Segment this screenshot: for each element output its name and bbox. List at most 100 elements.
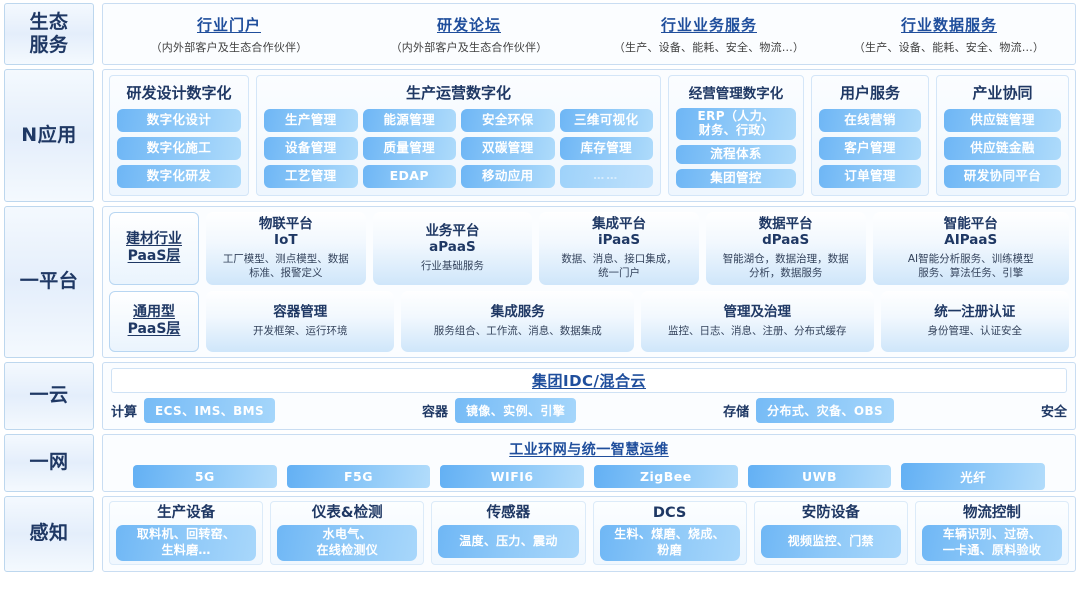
perception-group-title: 物流控制 — [962, 505, 1021, 521]
platform-card-title: 统一注册认证 — [934, 304, 1016, 321]
platform-card-ipaas[interactable]: 集成平台 iPaaS 数据、消息、接口集成，统一门户 — [539, 212, 699, 285]
row-one-cloud: 一云 集团IDC/混合云 计算 ECS、IMS、BMS 容器 镜像、实例、引擎 — [4, 362, 1076, 430]
ecosystem-cell-data-service[interactable]: 行业数据服务 （生产、设备、能耗、安全、物流…） — [829, 14, 1069, 55]
app-pill[interactable]: 研发协同平台 — [944, 165, 1061, 188]
perception-group-sensor[interactable]: 传感器 温度、压力、震动 — [431, 501, 586, 565]
perception-group-detail: 生料、煤磨、烧成、粉磨 — [599, 525, 740, 561]
network-pill-uwb[interactable]: UWB — [747, 465, 892, 488]
app-group-title: 用户服务 — [839, 84, 900, 102]
ecosystem-subtitle: （生产、设备、能耗、安全、物流…） — [853, 40, 1045, 54]
app-pill[interactable]: EDAP — [362, 165, 456, 188]
sidebar-item-applications[interactable]: N应用 — [4, 69, 94, 202]
perception-group-detail: 取料机、回转窑、生料磨… — [116, 525, 257, 561]
cloud-segment-storage[interactable]: 存储 分布式、灾备、OBS — [723, 398, 895, 423]
platform-card-unified-auth[interactable]: 统一注册认证 身份管理、认证安全 — [880, 290, 1069, 352]
sidebar-item-ecosystem[interactable]: 生态服务 — [4, 3, 94, 65]
platform-card-desc: 身份管理、认证安全 — [927, 324, 1023, 337]
row-n-applications: N应用 研发设计数字化 数字化设计 数字化施工 数字化研发 生产运营数字化 生产… — [4, 69, 1076, 202]
platform-card-desc: 数据、消息、接口集成，统一门户 — [561, 253, 677, 279]
app-pill[interactable]: 集团管控 — [676, 169, 796, 188]
app-pill-more[interactable]: …… — [559, 165, 653, 188]
platform-card-title: 集成平台 — [592, 216, 647, 232]
sidebar-item-cloud[interactable]: 一云 — [4, 362, 94, 430]
perception-group-logistics-control[interactable]: 物流控制 车辆识别、过磅、一卡通、原料验收 — [914, 501, 1070, 565]
cloud-segment-security[interactable]: 安全 — [1041, 401, 1067, 420]
platform-card-container-mgmt[interactable]: 容器管理 开发框架、运行环境 — [206, 290, 395, 352]
app-pill[interactable]: 供应链金融 — [944, 137, 1061, 160]
platform-card-aipaas[interactable]: 智能平台 AIPaaS AI智能分析服务、训练模型服务、算法任务、引擎 — [872, 212, 1070, 285]
app-pill[interactable]: 供应链管理 — [944, 109, 1061, 132]
app-pill[interactable]: 移动应用 — [461, 165, 555, 188]
platform-card-iot[interactable]: 物联平台 IoT 工厂模型、测点模型、数据标准、报警定义 — [206, 212, 366, 285]
ecosystem-cell-industry-portal[interactable]: 行业门户 （内外部客户及生态合作伙伴） — [109, 14, 349, 55]
app-pill[interactable]: 数字化施工 — [117, 137, 241, 160]
sidebar-item-perception[interactable]: 感知 — [4, 496, 94, 572]
platform-card-integration-service[interactable]: 集成服务 服务组合、工作流、消息、数据集成 — [401, 290, 634, 352]
cloud-panel: 集团IDC/混合云 计算 ECS、IMS、BMS 容器 镜像、实例、引擎 存储 … — [102, 362, 1076, 430]
platform-card-desc: 行业基础服务 — [420, 259, 484, 272]
app-pill[interactable]: 在线营销 — [819, 109, 921, 132]
perception-group-detail: 水电气、在线检测仪 — [277, 525, 418, 561]
sidebar-item-platform[interactable]: 一平台 — [4, 206, 94, 358]
app-pill[interactable]: 安全环保 — [461, 109, 555, 132]
app-pill[interactable]: 流程体系 — [676, 145, 796, 165]
platform-card-title: 容器管理 — [273, 304, 328, 321]
cloud-segment-value[interactable]: 分布式、灾备、OBS — [756, 398, 895, 423]
cloud-title: 集团IDC/混合云 — [111, 368, 1067, 393]
app-pill[interactable]: 数字化研发 — [117, 165, 241, 188]
app-group-production-operation: 生产运营数字化 生产管理 能源管理 安全环保 三维可视化 设备管理 质量管理 双… — [256, 75, 661, 196]
perception-group-title: 安防设备 — [801, 505, 860, 521]
ecosystem-subtitle: （内外部客户及生态合作伙伴） — [390, 40, 548, 54]
app-pill[interactable]: 库存管理 — [559, 137, 653, 160]
perception-group-title: 传感器 — [486, 505, 531, 521]
cloud-segment-compute[interactable]: 计算 ECS、IMS、BMS — [111, 398, 276, 423]
app-pill[interactable]: 客户管理 — [819, 137, 921, 160]
platform-card-eng: iPaaS — [598, 232, 641, 249]
app-group-user-service: 用户服务 在线营销 客户管理 订单管理 — [811, 75, 929, 196]
platform-card-desc: AI智能分析服务、训练模型服务、算法任务、引擎 — [907, 253, 1034, 279]
app-pill[interactable]: ERP（人力、财务、行政） — [676, 108, 796, 141]
app-pill[interactable]: 质量管理 — [362, 137, 456, 160]
sidebar-item-network[interactable]: 一网 — [4, 434, 94, 492]
app-pill[interactable]: 数字化设计 — [117, 109, 241, 132]
app-pill[interactable]: 双碳管理 — [461, 137, 555, 160]
app-pill[interactable]: 生产管理 — [264, 109, 358, 132]
cloud-segment-container[interactable]: 容器 镜像、实例、引擎 — [422, 398, 577, 423]
platform-card-title: 数据平台 — [758, 216, 813, 232]
network-pill-fiber[interactable]: 光纤 — [901, 463, 1046, 490]
app-group-title: 研发设计数字化 — [126, 84, 232, 102]
app-pill[interactable]: 订单管理 — [819, 165, 921, 188]
platform-card-title: 智能平台 — [943, 216, 998, 232]
app-pill[interactable]: 三维可视化 — [559, 109, 653, 132]
app-pill[interactable]: 设备管理 — [264, 137, 358, 160]
row-one-network: 一网 工业环网与统一智慧运维 5G F5G WIFI6 ZigBee UWB 光… — [4, 434, 1076, 492]
platform-card-title: 集成服务 — [490, 304, 545, 321]
platform-card-desc: 监控、日志、消息、注册、分布式缓存 — [668, 324, 847, 337]
ecosystem-panel: 行业门户 （内外部客户及生态合作伙伴） 研发论坛 （内外部客户及生态合作伙伴） … — [102, 3, 1076, 65]
app-pill[interactable]: 工艺管理 — [264, 165, 358, 188]
app-pill[interactable]: 能源管理 — [362, 109, 456, 132]
platform-card-apaas[interactable]: 业务平台 aPaaS 行业基础服务 — [372, 212, 533, 285]
perception-group-dcs[interactable]: DCS 生料、煤磨、烧成、粉磨 — [592, 501, 747, 565]
platform-card-desc: 工厂模型、测点模型、数据标准、报警定义 — [222, 253, 349, 279]
cloud-segment-value[interactable]: 镜像、实例、引擎 — [454, 398, 577, 423]
platform-card-management-governance[interactable]: 管理及治理 监控、日志、消息、注册、分布式缓存 — [641, 290, 874, 352]
app-group-management: 经营管理数字化 ERP（人力、财务、行政） 流程体系 集团管控 — [668, 75, 804, 196]
perception-group-security-equipment[interactable]: 安防设备 视频监控、门禁 — [753, 501, 908, 565]
network-pill-f5g[interactable]: F5G — [286, 465, 431, 488]
network-pill-5g[interactable]: 5G — [133, 465, 277, 488]
cloud-segment-label: 安全 — [1040, 405, 1067, 420]
ecosystem-subtitle: （生产、设备、能耗、安全、物流…） — [613, 40, 805, 54]
perception-group-production-equipment[interactable]: 生产设备 取料机、回转窑、生料磨… — [109, 501, 264, 565]
network-pill-wifi6[interactable]: WIFI6 — [440, 465, 585, 488]
ecosystem-cell-rd-forum[interactable]: 研发论坛 （内外部客户及生态合作伙伴） — [349, 14, 589, 55]
platform-card-dpaas[interactable]: 数据平台 dPaaS 智能湖仓，数据治理，数据分析，数据服务 — [705, 212, 866, 285]
network-pill-zigbee[interactable]: ZigBee — [594, 465, 738, 488]
perception-group-instrument-detection[interactable]: 仪表&检测 水电气、在线检测仪 — [270, 501, 425, 565]
ecosystem-cell-business-service[interactable]: 行业业务服务 （生产、设备、能耗、安全、物流…） — [589, 14, 829, 55]
cloud-segment-value[interactable]: ECS、IMS、BMS — [144, 398, 276, 423]
platform-card-desc: 智能湖仓，数据治理，数据分析，数据服务 — [722, 253, 849, 279]
